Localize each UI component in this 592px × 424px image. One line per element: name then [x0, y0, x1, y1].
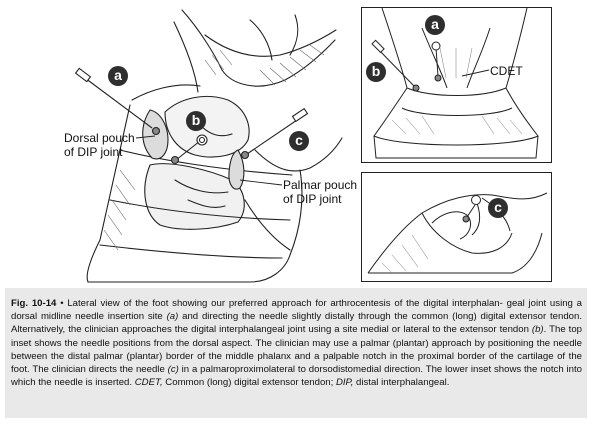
caption-text-2: and directing the needle slightly distal… [11, 311, 583, 336]
palmar-pouch-label-2: of DIP joint [283, 192, 342, 206]
dorsal-view-drawing [371, 8, 539, 159]
caption-ref-a: (a) [166, 311, 179, 323]
badge-a-top-inset: a [425, 15, 445, 35]
caption-text-3: . The top inset shows the needle positio… [11, 324, 582, 376]
hoof-wall [86, 104, 303, 283]
palmar-pouch-leader [239, 179, 283, 186]
caption-text-6: distal interphalangeal. [353, 377, 450, 389]
badge-a-main: a [108, 66, 128, 86]
figure-number: Fig. 10-14 [11, 298, 57, 309]
notch-view-drawing [367, 192, 548, 274]
dorsal-pouch-label-1: Dorsal pouch [64, 131, 135, 145]
caption-text-1: Lateral view of the foot showing our pre… [11, 298, 582, 323]
lateral-foot-drawing [74, 9, 343, 283]
figure-illustration: a b c Dorsal pouch of DIP joint Palmar p… [64, 7, 552, 283]
palmar-pouch-label-1: Palmar pouch [283, 178, 358, 192]
dorsal-pouch-label-2: of DIP joint [64, 145, 123, 159]
caption-abbrev-dip: DIP, [335, 377, 354, 389]
limb-outline [181, 9, 336, 87]
needle-c [240, 107, 309, 160]
figure-caption: Fig. 10-14 • Lateral view of the foot sh… [11, 297, 582, 389]
top-inset-dorsal-view [361, 7, 552, 163]
badge-c-main: c [289, 131, 309, 151]
caption-abbrev-cdet: CDET, [134, 377, 163, 389]
caption-ref-b: (b) [531, 324, 544, 336]
caption-box [5, 288, 587, 418]
badge-b-main: b [186, 111, 206, 131]
palmar-pouch [228, 149, 245, 190]
dorsal-pouch-leader [135, 135, 156, 139]
needle-b [170, 134, 208, 165]
middle-phalanx [164, 95, 250, 158]
badge-c-bottom-inset: c [488, 198, 508, 218]
caption-text-5: Common (long) digital extensor tendon; [162, 377, 336, 389]
needle-a [74, 67, 161, 136]
distal-phalanx [144, 163, 245, 230]
bottom-inset-notch-view [361, 172, 552, 282]
caption-text-4: in a palmaroproximolateral to dorsodisto… [11, 364, 582, 389]
caption-ref-c: (c) [167, 364, 179, 376]
cdet-label: CDET [490, 64, 523, 78]
badge-b-top-inset: b [366, 62, 386, 82]
caption-bullet: • [60, 298, 64, 309]
